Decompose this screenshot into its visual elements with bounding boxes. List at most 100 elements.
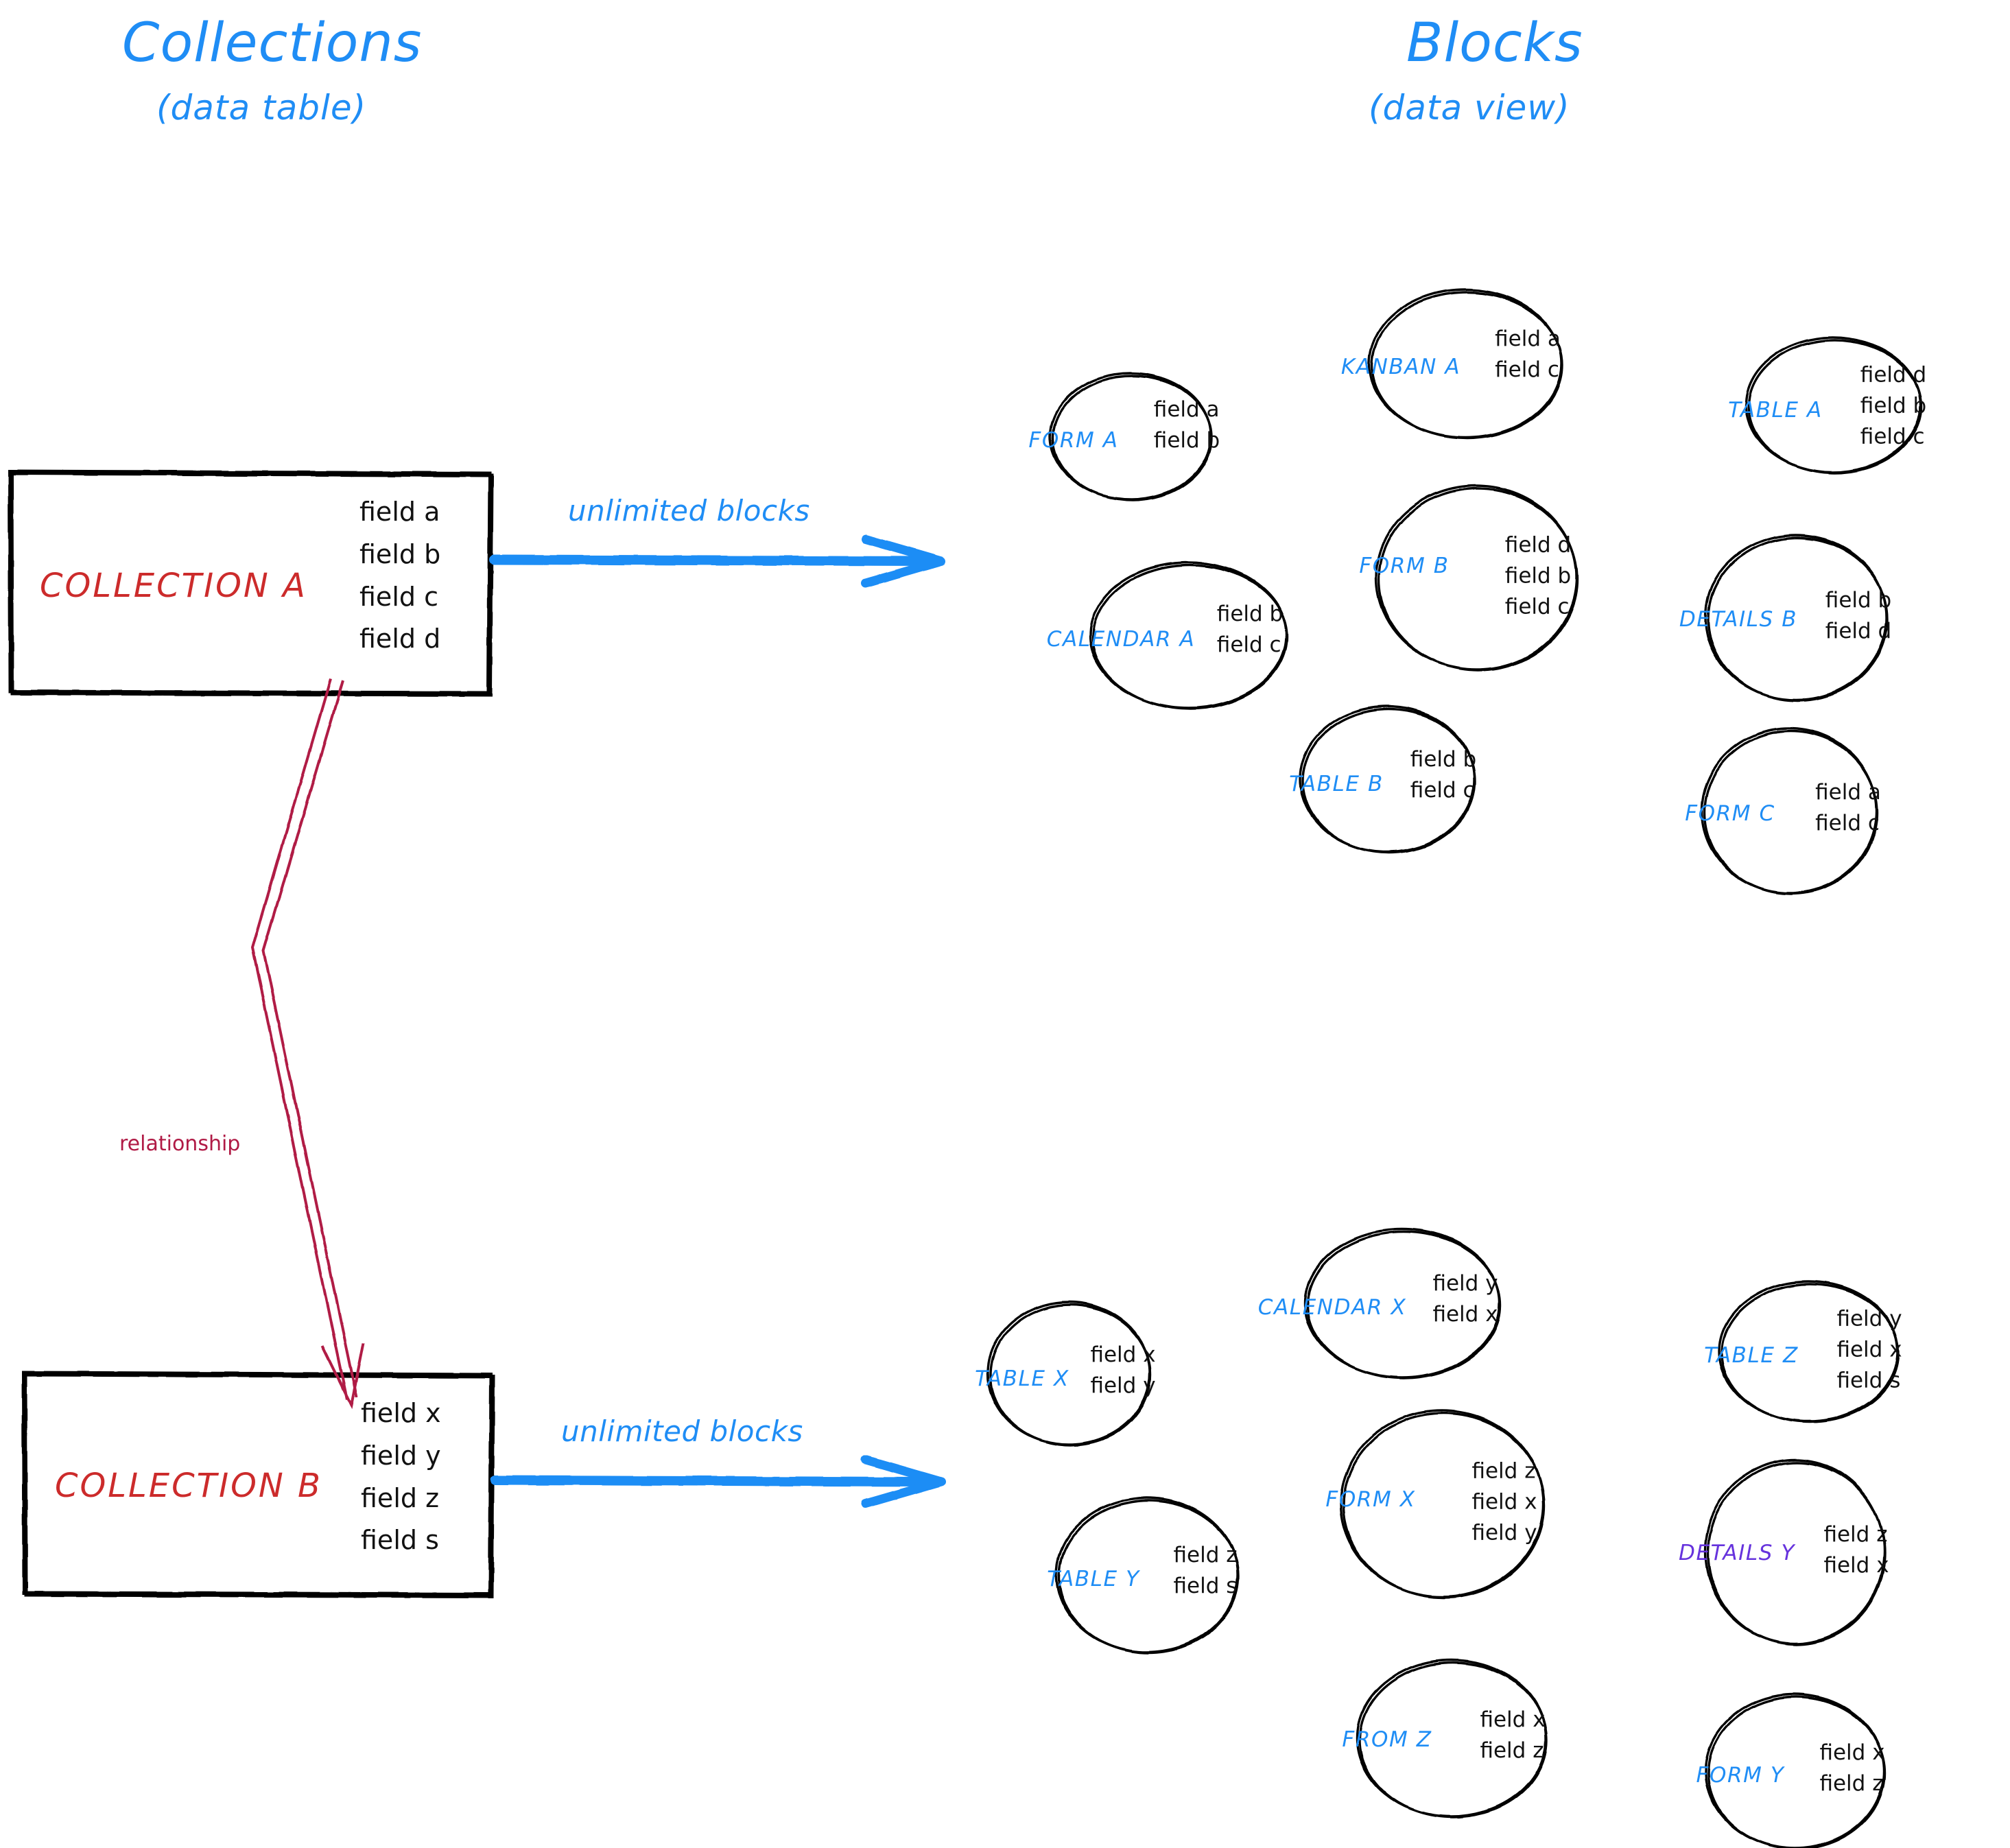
- block-ellipse: [1342, 1412, 1546, 1599]
- block-ellipse: [1358, 1661, 1548, 1819]
- block-ellipse: [1306, 1231, 1502, 1379]
- block-field: field c: [1860, 424, 1925, 449]
- block-field-list: field z field x: [1823, 1519, 1889, 1581]
- block-ellipse: [1378, 487, 1579, 672]
- block-field: field b: [1410, 747, 1477, 772]
- block-field: field a: [1815, 780, 1881, 805]
- block-field: field b: [1504, 563, 1572, 589]
- block-field: field y: [1432, 1271, 1498, 1296]
- block-name: FORM C: [1685, 801, 1775, 826]
- block-name: TABLE B: [1289, 772, 1384, 796]
- block-field: field z: [1819, 1771, 1884, 1796]
- collection-a-field: field d: [359, 624, 441, 654]
- block-field: field c: [1504, 594, 1570, 619]
- block-field-list: field z field s: [1173, 1540, 1237, 1602]
- block-field: field y: [1090, 1373, 1156, 1398]
- block-field: field a: [1495, 327, 1561, 352]
- page-title-blocks: Blocks: [1406, 12, 1583, 74]
- block-ellipse: [1747, 339, 1922, 474]
- block-field: field b: [1860, 393, 1927, 418]
- page-subtitle-collections: (data table): [156, 88, 367, 128]
- block-field-list: field d field b field c: [1505, 530, 1571, 623]
- block-field: field d: [1860, 362, 1927, 388]
- block-ellipse: [1703, 730, 1878, 895]
- block-field: field x: [1432, 1302, 1498, 1327]
- arrow-collection-b-to-blocks: [490, 1455, 946, 1508]
- block-field: field y: [1471, 1520, 1537, 1545]
- arrow-label-unlimited-blocks-a: unlimited blocks: [568, 494, 810, 528]
- block-field: field c: [1815, 811, 1880, 836]
- block-field: field a: [1153, 397, 1220, 423]
- block-field: field b: [1216, 602, 1284, 627]
- block-field-list: field x field z: [1480, 1705, 1545, 1766]
- block-ellipse: [1721, 1283, 1900, 1423]
- block-field: field d: [1504, 532, 1572, 558]
- block-name: FROM Z: [1342, 1727, 1432, 1752]
- collection-box-outline: [8, 469, 492, 695]
- block-ellipse: [1371, 291, 1563, 440]
- block-name: DETAILS B: [1679, 607, 1798, 632]
- block-name: TABLE A: [1728, 398, 1823, 423]
- block-ellipse: [1301, 708, 1476, 854]
- collection-b-field: field y: [361, 1440, 441, 1471]
- collection-b-field: field x: [361, 1398, 441, 1428]
- block-field: field d: [1825, 619, 1892, 643]
- block-field: field b: [1825, 588, 1892, 613]
- collection-a-field: field c: [359, 581, 438, 612]
- block-ellipses: [986, 288, 1922, 1848]
- block-name: DETAILS Y: [1678, 1541, 1796, 1565]
- collection-b-field: field z: [361, 1482, 440, 1513]
- block-field: field z: [1480, 1738, 1544, 1763]
- block-name: FORM X: [1325, 1487, 1416, 1512]
- block-field: field z: [1173, 1543, 1238, 1568]
- block-ellipse: [1707, 1696, 1886, 1848]
- block-field-list: field d field b field c: [1860, 360, 1926, 453]
- block-field: field c: [1410, 778, 1475, 803]
- block-name: TABLE Y: [1047, 1567, 1140, 1591]
- block-field: field x: [1480, 1707, 1546, 1733]
- collection-a-field: field b: [359, 538, 441, 569]
- block-name: KANBAN A: [1340, 355, 1461, 379]
- block-field-list: field a field c: [1495, 324, 1561, 386]
- collection-a-fields: field a field b field c field d: [359, 491, 440, 661]
- block-field: field x: [1836, 1337, 1902, 1362]
- page-subtitle-blocks: (data view): [1369, 88, 1570, 128]
- block-ellipse: [1707, 536, 1889, 702]
- block-name: FORM Y: [1696, 1763, 1785, 1788]
- collection-b-field: field s: [361, 1525, 439, 1556]
- collection-a-field: field a: [359, 497, 440, 527]
- block-field: field b: [1153, 428, 1220, 453]
- block-ellipse: [1052, 375, 1213, 501]
- block-ellipse: [1091, 564, 1288, 710]
- collection-box-outline: [10, 471, 494, 697]
- arrow-collection-a-to-blocks: [489, 534, 946, 588]
- block-name: CALENDAR X: [1257, 1295, 1407, 1320]
- block-field-list: field b field c: [1217, 599, 1283, 661]
- collection-a-name: COLLECTION A: [40, 567, 307, 605]
- block-field: field z: [1471, 1458, 1536, 1484]
- block-field: field s: [1173, 1574, 1238, 1598]
- block-field: field y: [1836, 1306, 1902, 1331]
- block-field-list: field b field c: [1410, 744, 1476, 806]
- block-field: field z: [1823, 1522, 1888, 1548]
- block-field-list: field z field x field y: [1471, 1456, 1537, 1549]
- block-name: TABLE X: [975, 1366, 1069, 1391]
- block-name: TABLE Z: [1704, 1343, 1799, 1368]
- arrow-label-unlimited-blocks-b: unlimited blocks: [561, 1414, 803, 1448]
- block-field: field c: [1216, 632, 1281, 657]
- block-name: FORM B: [1359, 554, 1450, 578]
- block-ellipse: [989, 1303, 1152, 1447]
- block-field: field c: [1495, 357, 1559, 382]
- block-field-list: field y field x: [1432, 1268, 1498, 1330]
- page-title-collections: Collections: [122, 12, 423, 74]
- block-field: field x: [1823, 1553, 1889, 1578]
- block-ellipse: [1058, 1500, 1240, 1654]
- block-name: FORM A: [1028, 428, 1119, 453]
- block-field: field x: [1471, 1489, 1537, 1515]
- block-field-list: field a field c: [1815, 777, 1881, 839]
